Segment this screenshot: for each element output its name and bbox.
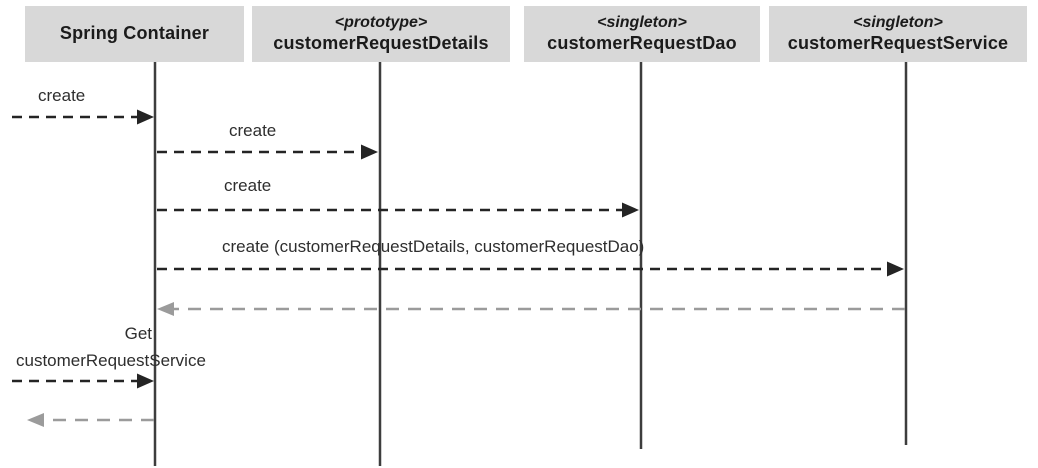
- message-arrow-create-details: [157, 144, 378, 160]
- participant-name: customerRequestService: [787, 32, 1009, 53]
- message-arrow-create-dao: [157, 202, 639, 218]
- message-label-create-container: create: [38, 86, 86, 105]
- participant-name: customerRequestDao: [547, 32, 737, 53]
- message-arrow-get-service: [12, 373, 154, 389]
- participant-box-customer-request-dao: <singleton> customerRequestDao: [524, 6, 760, 62]
- participant-box-customer-request-details: <prototype> customerRequestDetails: [252, 6, 510, 62]
- message-label-create-details: create: [229, 121, 277, 140]
- message-label-get-line2: customerRequestService: [16, 351, 206, 370]
- return-arrow-container-to-external: [27, 413, 154, 427]
- return-arrow-service-to-container: [157, 302, 905, 316]
- participant-stereotype: <singleton>: [597, 13, 687, 31]
- message-arrow-create-container: [12, 109, 154, 125]
- participant-stereotype: <singleton>: [853, 13, 943, 31]
- message-label-create-service: create (customerRequestDetails, customer…: [222, 237, 645, 256]
- participant-name: customerRequestDetails: [273, 32, 489, 53]
- participant-box-customer-request-service: <singleton> customerRequestService: [769, 6, 1027, 62]
- participant-name: Spring Container: [59, 23, 210, 44]
- message-label-get-line1: Get: [124, 324, 152, 343]
- message-label-create-dao: create: [224, 176, 272, 195]
- participant-stereotype: <prototype>: [334, 13, 428, 31]
- message-arrow-create-service: [157, 261, 904, 277]
- participant-box-spring-container: Spring Container: [25, 6, 244, 62]
